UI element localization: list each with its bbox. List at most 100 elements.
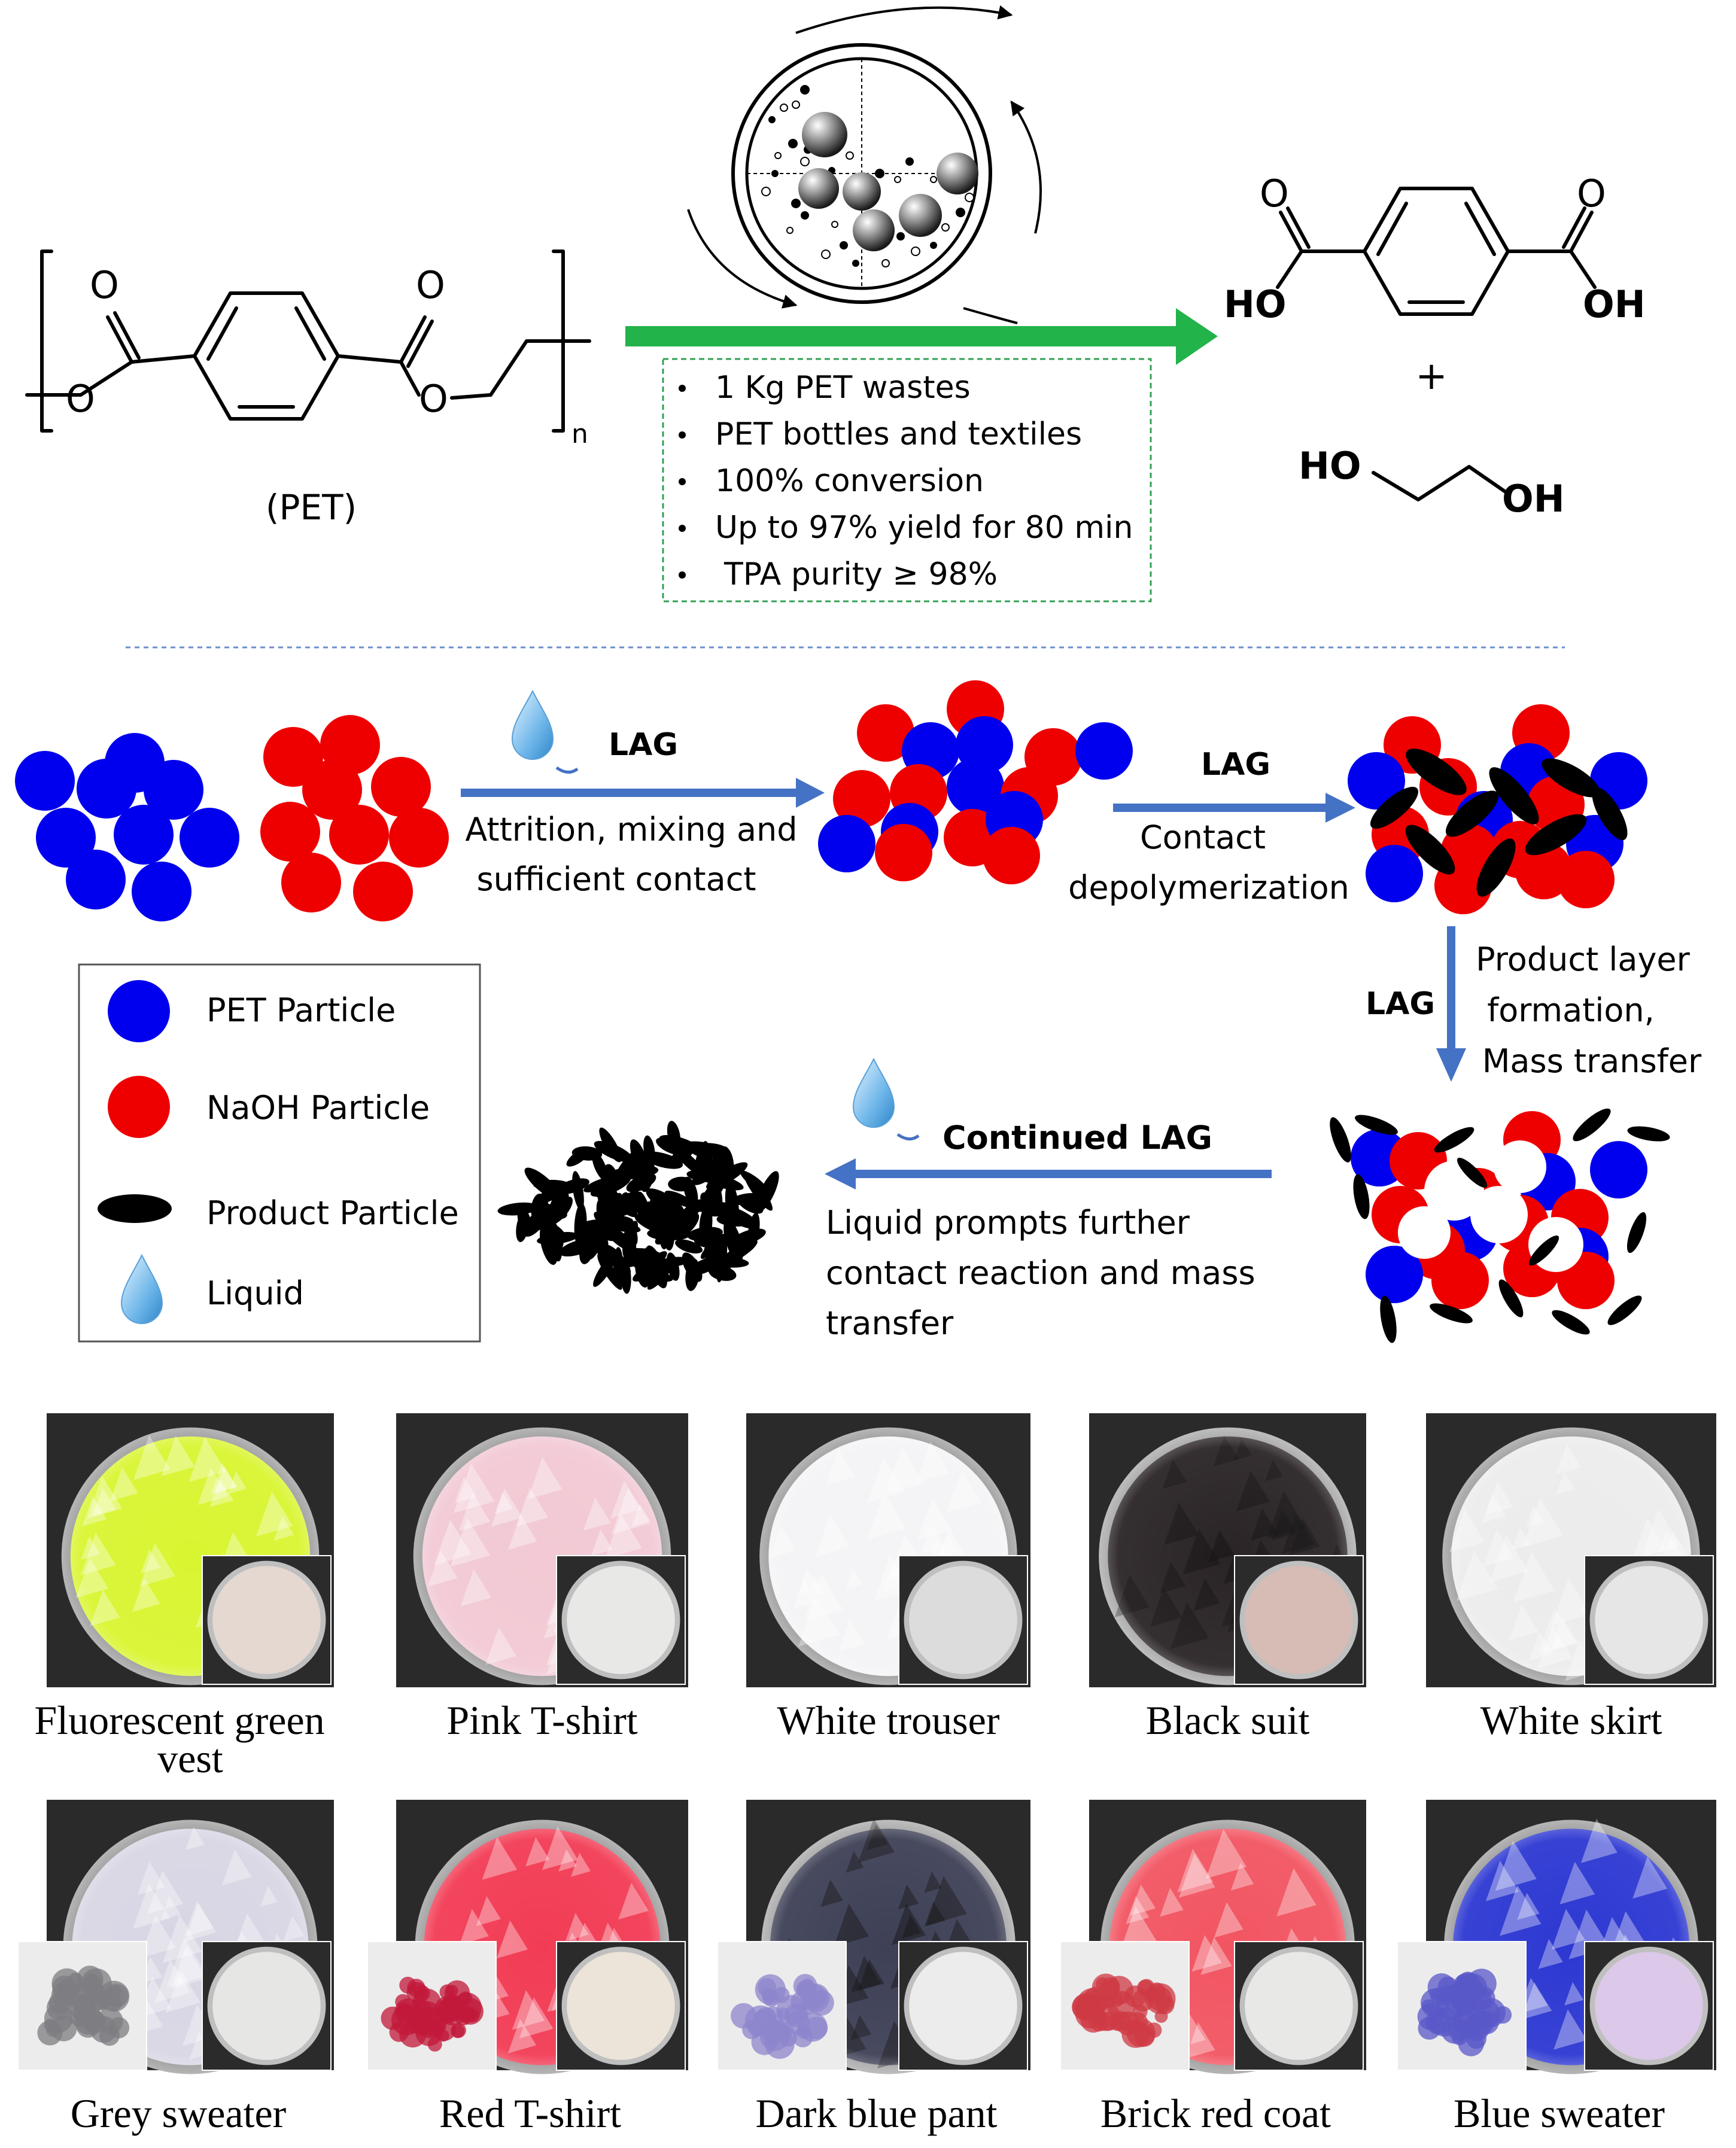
product-overlap [1525,814,1587,856]
product-particle [1552,1310,1590,1335]
step2-text-line2: depolymerization [1068,869,1349,906]
pet-particle [144,760,203,820]
product-layer-cluster [1330,1108,1670,1343]
tpa-atom-oh: OH [1583,282,1646,326]
pet-particle-cluster [15,733,239,921]
pet-particle [947,758,1004,816]
pet-particle [132,862,191,921]
pet-atom-o3: O [416,263,445,307]
product-particle [597,1253,622,1290]
legend-naoh-swatch [108,1076,170,1138]
naoh-particle [1431,1252,1489,1309]
step3-text-line3: Mass transfer [1482,1042,1702,1080]
product-particle [579,1231,596,1264]
naoh-particle [302,760,362,820]
product-particle [621,1221,639,1248]
contact-particle-cluster [1348,704,1647,914]
naoh-particle [260,802,320,862]
product-particle [659,1135,701,1154]
condition-bullet [679,525,686,532]
product-particle [1380,1295,1397,1343]
pet-particle [1075,722,1133,780]
tpa-structure [1276,187,1597,316]
plus-sign: + [1415,354,1448,398]
sample-label: Dark blue pant [755,2091,997,2136]
product-particle [1528,1235,1559,1266]
pet-particle [1590,1141,1647,1198]
product-particle [700,1192,721,1216]
sample-photo [1060,1800,1366,2074]
condition-bullet [679,431,686,439]
product-particle [712,1154,734,1188]
condition-item: Up to 97% yield for 80 min [715,510,1133,546]
step4-text-line1: Liquid prompts further [826,1204,1190,1242]
sample-photo [1426,1413,1716,1687]
step4-drop-icon [852,1057,920,1140]
step4-arrow [825,1158,1272,1189]
product-particle [596,1198,612,1237]
product-particle [1457,1157,1488,1188]
tpa-atom-ho: HO [1224,282,1287,326]
product-particle [1573,1108,1611,1142]
pet-atom-o1: O [90,263,119,307]
product-particle [537,1219,566,1239]
sample-photo [396,1413,688,1687]
step1-arrow [461,778,825,808]
condition-item: PET bottles and textiles [715,416,1082,452]
product-particle [649,1194,660,1238]
legend-naoh-label: NaOH Particle [206,1089,430,1127]
product-particle [744,1172,773,1211]
sample-label: White trouser [777,1697,1000,1743]
pet-atom-labels: O O O O [66,263,448,421]
product-particle [1355,1115,1398,1135]
product-particle [664,1190,696,1209]
reaction-arrow [625,308,1218,365]
pet-particle [1366,845,1423,902]
product-particle [646,1188,685,1216]
product-particle [592,1152,608,1181]
product-particle [694,1141,709,1184]
product-particle [747,1212,760,1250]
sample-label: Black suit [1146,1697,1310,1743]
pet-particle [180,808,239,868]
sample-photo [746,1413,1030,1687]
sample-photo [1397,1800,1716,2074]
sample-label: Grey sweater [71,2091,287,2136]
product-particle [1353,1174,1370,1219]
pet-atom-o4: O [419,377,448,421]
step3-lag-label: LAG [1366,986,1435,1022]
condition-item: TPA purity ≥ 98% [723,556,998,592]
eg-atom-ho: HO [1299,444,1361,488]
condition-item: 100% conversion [715,463,984,499]
product-particle [1330,1117,1351,1163]
product-particle [1434,1127,1474,1153]
product-particle-cluster [497,1121,779,1294]
naoh-particle [983,827,1040,884]
product-overlap [1370,787,1419,829]
product-overlap [1542,758,1600,798]
sample-label: White skirt [1480,1697,1662,1743]
naoh-particle [320,715,380,775]
product-particle [497,1202,539,1216]
naoh-particle [389,808,449,868]
eg-atom-oh: OH [1502,477,1565,521]
step1-lag-label: LAG [609,727,678,763]
product-particle [524,1167,562,1201]
product-particle [685,1258,700,1291]
pet-particle [114,805,174,865]
condition-bullet [679,385,686,392]
pet-particle [66,850,126,909]
product-particle [1627,1126,1670,1142]
naoh-particle [371,757,431,817]
tpa-atom-labels: O O HO OH [1224,172,1646,326]
step2-text-line1: Contact [1140,819,1266,856]
naoh-particle [329,805,389,865]
product-particle [608,1192,633,1225]
product-particle [517,1207,532,1236]
sample-photo [17,1800,334,2074]
product-particle [730,1193,762,1205]
condition-item: 1 Kg PET wastes [715,370,971,406]
pet-particle [36,808,96,868]
